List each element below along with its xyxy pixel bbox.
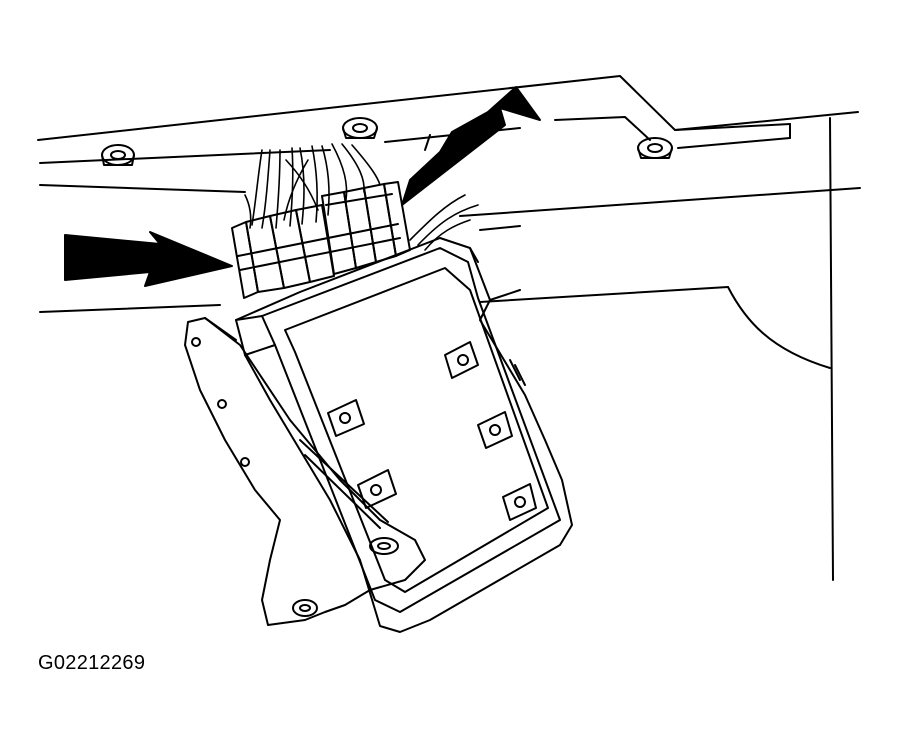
control-module: [235, 237, 573, 633]
mounting-nut-center: [342, 117, 378, 139]
wiring-harness: [244, 143, 479, 251]
ceiling-panel: [37, 75, 861, 581]
mounting-bracket: [184, 317, 426, 626]
mounting-nut-left: [101, 144, 135, 166]
arrow-upper-right: [401, 86, 541, 206]
figure-identifier: G02212269: [38, 652, 146, 674]
mounting-nut-right: [637, 137, 673, 159]
harness-connectors: [231, 181, 411, 299]
arrow-left: [64, 231, 233, 287]
